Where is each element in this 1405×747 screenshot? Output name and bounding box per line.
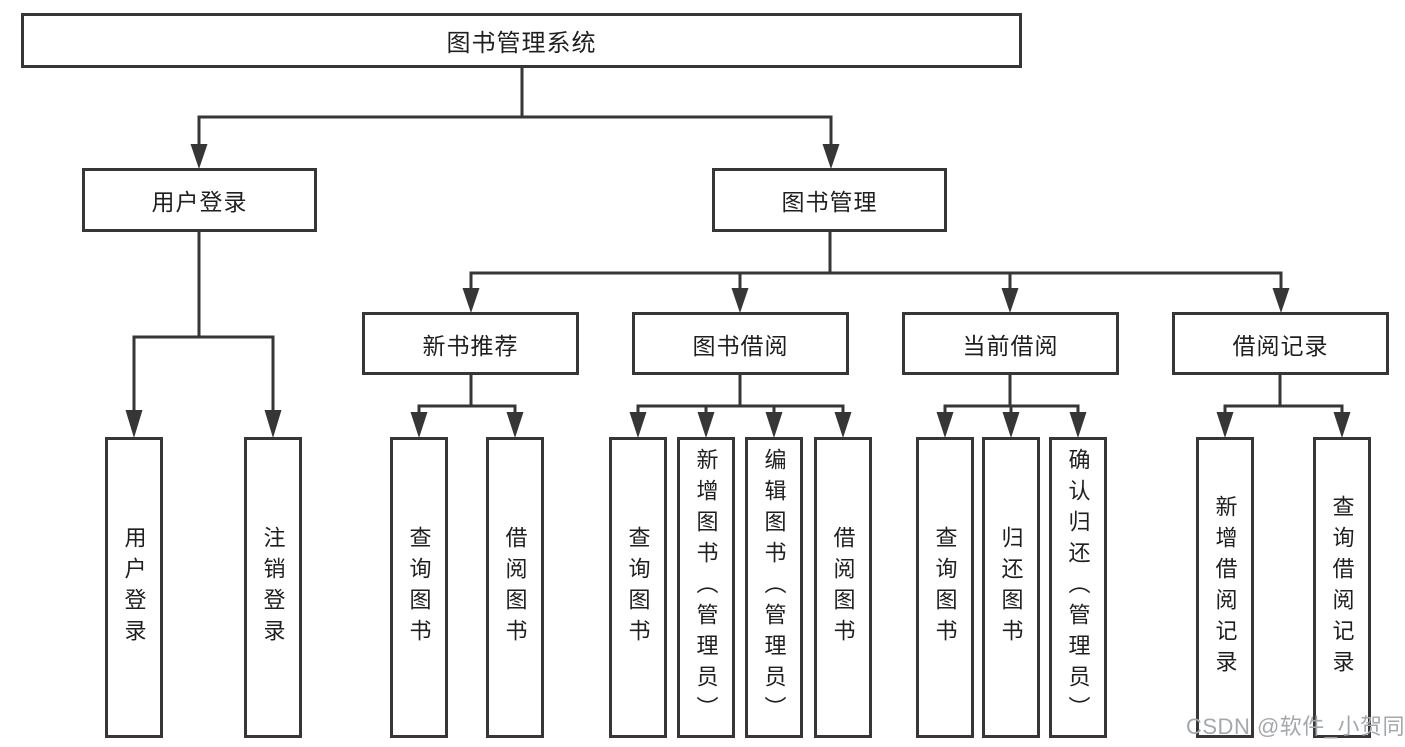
connector-bookmgmt-to-level3 <box>462 231 1290 313</box>
leaf-label: 查询图书 <box>406 525 432 650</box>
connector-borrowrecord-to-leaves <box>1216 374 1351 438</box>
node-user-login: 用户登录 <box>82 168 317 232</box>
connector-root-to-level2 <box>190 67 840 169</box>
node-label: 图书管理 <box>781 189 878 215</box>
arrow-down-icon <box>190 144 208 169</box>
leaf-label: 借阅图书 <box>502 525 528 650</box>
arrow-down-icon <box>264 410 282 438</box>
leaf-label: 查询图书 <box>625 525 651 650</box>
leaf-logout: 注销登录 <box>244 437 302 738</box>
leaf-edit-books-admin: 编辑图书（管理员） <box>745 437 803 738</box>
leaf-query-borrow-record: 查询借阅记录 <box>1313 437 1371 738</box>
csdn-watermark: CSDN @软件_小贺同学 <box>1186 714 1405 739</box>
leaf-label: 归还图书 <box>998 525 1024 650</box>
leaf-label: 编辑图书（管理员） <box>761 448 787 727</box>
arrow-down-icon <box>822 144 840 169</box>
connector-newbook-to-leaves <box>410 374 524 438</box>
arrow-down-icon <box>506 412 524 438</box>
arrow-down-icon <box>125 410 143 438</box>
node-book-borrowing: 图书借阅 <box>632 312 849 375</box>
connector-currentborrow-to-leaves <box>936 374 1087 438</box>
node-current-borrowing: 当前借阅 <box>902 312 1119 375</box>
node-label: 新书推荐 <box>422 332 519 359</box>
leaf-query-books: 查询图书 <box>916 437 974 738</box>
node-label: 图书借阅 <box>692 332 789 359</box>
leaf-add-borrow-record: 新增借阅记录 <box>1196 437 1254 738</box>
leaf-borrow-books: 借阅图书 <box>486 437 544 738</box>
arrow-down-icon <box>765 412 783 438</box>
leaf-query-books: 查询图书 <box>390 437 448 738</box>
leaf-borrow-books: 借阅图书 <box>814 437 872 738</box>
leaf-label: 新增借阅记录 <box>1212 494 1238 681</box>
arrow-down-icon <box>462 288 480 313</box>
arrow-down-icon <box>1001 288 1019 313</box>
leaf-label: 确认归还（管理员） <box>1065 448 1091 727</box>
arrow-down-icon <box>1002 412 1020 438</box>
arrow-down-icon <box>1069 412 1087 438</box>
leaf-add-books-admin: 新增图书（管理员） <box>677 437 735 738</box>
leaf-confirm-return-admin: 确认归还（管理员） <box>1049 437 1107 738</box>
arrow-down-icon <box>731 288 749 313</box>
connector-bookborrow-to-leaves <box>629 374 852 438</box>
arrow-down-icon <box>936 412 954 438</box>
node-label: 图书管理系统 <box>446 30 597 57</box>
leaf-label: 注销登录 <box>260 525 286 650</box>
arrow-down-icon <box>410 412 428 438</box>
leaf-label: 新增图书（管理员） <box>693 448 719 727</box>
node-book-management: 图书管理 <box>712 168 947 232</box>
node-new-book-recommend: 新书推荐 <box>362 312 579 375</box>
leaf-label: 查询借阅记录 <box>1329 494 1355 681</box>
arrow-down-icon <box>629 412 647 438</box>
leaf-label: 查询图书 <box>932 525 958 650</box>
leaf-label: 用户登录 <box>121 525 147 650</box>
node-label: 借阅记录 <box>1232 332 1329 359</box>
connector-userlogin-to-leaves <box>125 231 282 438</box>
arrow-down-icon <box>1272 288 1290 313</box>
node-label: 当前借阅 <box>962 332 1059 359</box>
leaf-query-books: 查询图书 <box>609 437 667 738</box>
arrow-down-icon <box>697 412 715 438</box>
arrow-down-icon <box>1333 412 1351 438</box>
leaf-user-login: 用户登录 <box>105 437 163 738</box>
leaf-return-books: 归还图书 <box>982 437 1040 738</box>
node-label: 用户登录 <box>151 189 248 215</box>
leaf-label: 借阅图书 <box>830 525 856 650</box>
arrow-down-icon <box>1216 412 1234 438</box>
node-root-system: 图书管理系统 <box>21 13 1022 68</box>
arrow-down-icon <box>834 412 852 438</box>
node-borrowing-records: 借阅记录 <box>1172 312 1389 375</box>
